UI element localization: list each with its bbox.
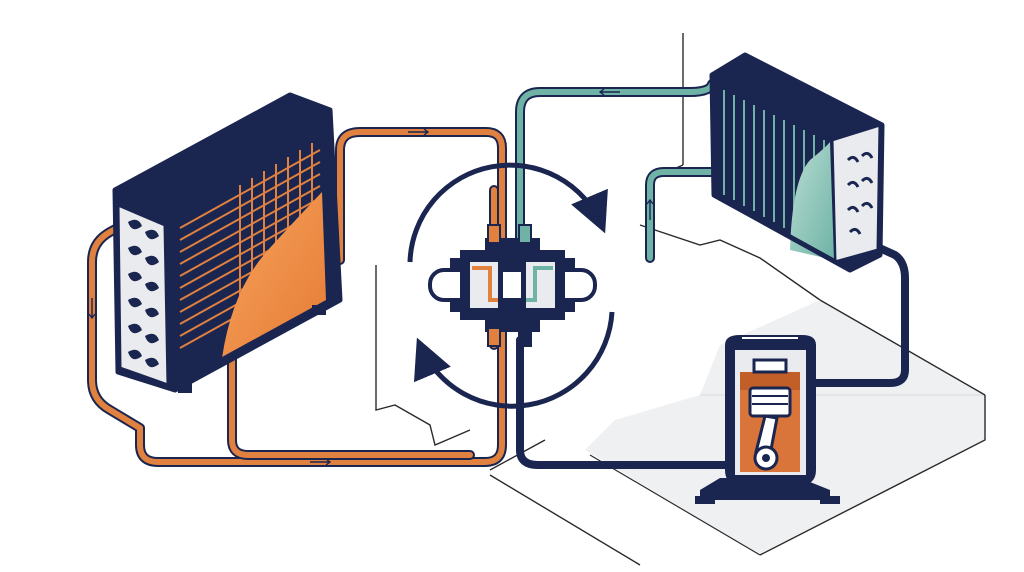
- heat-exchanger-icon: [709, 52, 885, 273]
- valve-icon: [428, 224, 597, 347]
- heat-exchanger-icon: [112, 92, 343, 393]
- flow-arrows: [88, 88, 909, 469]
- rotation-arrow-bottom: [414, 311, 615, 409]
- teal-refrigerant-pipes: [515, 79, 717, 263]
- outdoor-coil-unit: [112, 92, 343, 393]
- compressor: [695, 335, 840, 504]
- reversing-valve: [407, 162, 615, 409]
- rotation-arrow-top: [407, 162, 608, 263]
- compressor-icon: [695, 335, 840, 504]
- indoor-coil-unit: [709, 52, 885, 273]
